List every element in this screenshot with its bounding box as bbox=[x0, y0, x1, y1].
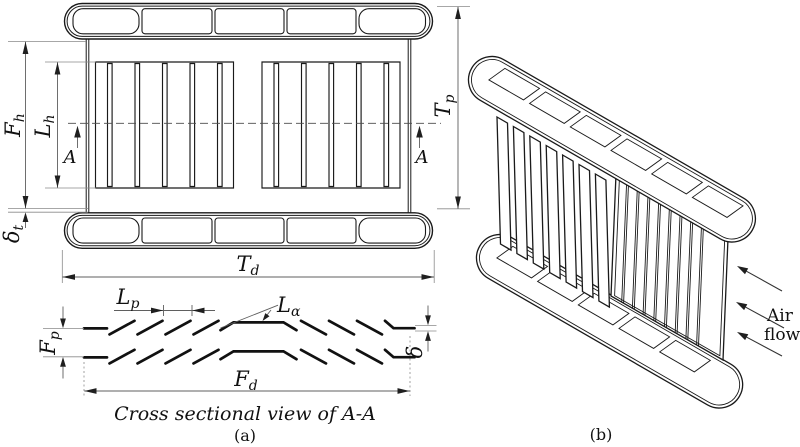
louver-bank-right bbox=[262, 62, 400, 188]
label-tube-pitch: Tp bbox=[431, 94, 458, 117]
louver-row-bottom bbox=[84, 350, 415, 364]
section-caption: Cross sectional view of A-A bbox=[114, 403, 376, 425]
panel-b-iso-view: Air flow (b) bbox=[460, 48, 800, 444]
dimension-louver-height: Lh bbox=[31, 62, 96, 188]
panel-a-front-view: A A Fh Lh δt bbox=[0, 2, 470, 284]
label-fin-thickness: δ bbox=[403, 346, 427, 359]
label-tube-wall: δt bbox=[0, 224, 27, 243]
dimension-tube-pitch: Tp bbox=[431, 7, 470, 209]
dimension-fin-thickness: δ bbox=[403, 306, 437, 359]
label-fin-height: Fh bbox=[1, 113, 28, 138]
air-flow-label-line2: flow bbox=[764, 325, 800, 345]
panel-b-tag: (b) bbox=[590, 425, 613, 444]
iso-top-tube bbox=[460, 48, 764, 251]
dimension-tube-wall: δt bbox=[0, 212, 88, 243]
fin-side-plates bbox=[86, 39, 411, 213]
label-louver-pitch: Lp bbox=[116, 285, 140, 312]
dimension-louver-pitch: Lp bbox=[114, 285, 215, 316]
dimension-tube-depth: Td bbox=[62, 250, 434, 283]
dimension-fin-depth: Fd bbox=[84, 336, 410, 396]
label-louver-angle: Lα bbox=[276, 293, 301, 320]
section-label-left: A bbox=[62, 147, 77, 168]
panel-a-section-view: Lp Lα Fp δ bbox=[36, 285, 437, 445]
section-arrow-right: A bbox=[414, 125, 429, 168]
louver-row-top bbox=[84, 321, 415, 335]
dimension-fin-height: Fh bbox=[1, 42, 88, 209]
panel-a-tag: (a) bbox=[234, 426, 256, 445]
label-fin-pitch: Fp bbox=[36, 331, 63, 356]
label-tube-depth: Td bbox=[237, 252, 260, 279]
air-flow-arrows bbox=[736, 266, 784, 356]
label-louver-height: Lh bbox=[31, 115, 58, 139]
air-flow-label-line1: Air bbox=[766, 306, 794, 326]
section-label-right: A bbox=[414, 147, 429, 168]
iso-louver-slats-left bbox=[497, 117, 609, 307]
top-tube bbox=[63, 2, 434, 40]
label-fin-depth: Fd bbox=[233, 367, 258, 394]
bottom-tube bbox=[63, 212, 434, 250]
dimension-fin-pitch: Fp bbox=[36, 307, 84, 379]
annotation-louver-angle: Lα bbox=[221, 293, 301, 328]
louver-bank-left bbox=[96, 62, 234, 188]
section-arrow-left: A bbox=[62, 125, 81, 168]
